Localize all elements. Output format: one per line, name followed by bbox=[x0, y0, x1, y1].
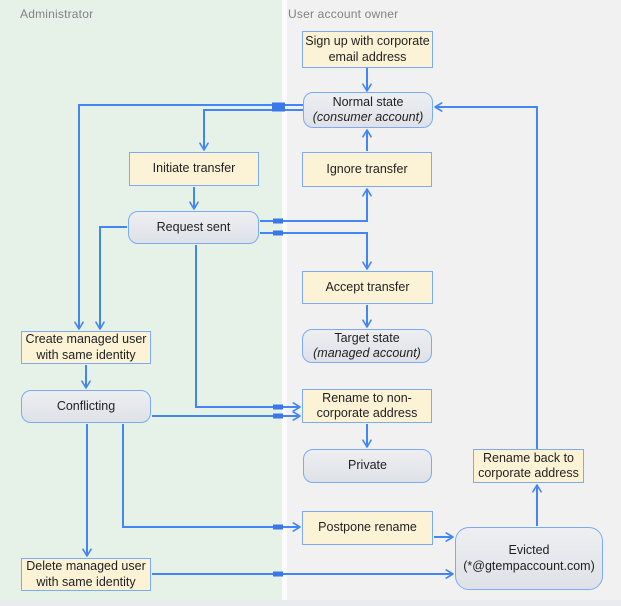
node-label: corporate address bbox=[478, 466, 579, 480]
node-label: Rename back to bbox=[482, 450, 575, 465]
node-label: Request sent bbox=[156, 219, 231, 234]
node-label: Conflicting bbox=[56, 398, 116, 413]
edge-request-to-create bbox=[95, 226, 127, 330]
edge-request-to-rename-non bbox=[195, 245, 301, 412]
lane-administrator bbox=[0, 0, 282, 600]
edge-jump-marker bbox=[273, 413, 283, 419]
node-label: with same identity bbox=[36, 574, 136, 589]
node-label: Accept transfer bbox=[325, 279, 410, 294]
edge-jump-marker bbox=[272, 102, 285, 112]
edge-jump-marker bbox=[273, 230, 283, 236]
node-label: (managed account) bbox=[313, 346, 421, 360]
node-label: Target state bbox=[334, 330, 400, 345]
node-label: Delete managed user bbox=[26, 559, 146, 573]
node-label: Create managed user bbox=[25, 332, 147, 346]
edge-normal-to-create bbox=[74, 104, 303, 330]
node-label: Private bbox=[348, 458, 387, 473]
lane-header-administrator: Administrator bbox=[20, 7, 94, 21]
node-label: (*@gtempaccount.com) bbox=[463, 558, 595, 573]
edge-jump-marker bbox=[273, 404, 283, 410]
edge-conflicting-to-postpone bbox=[122, 424, 301, 532]
node-label: Rename to non- bbox=[322, 390, 412, 405]
edge-jump-marker bbox=[273, 524, 283, 530]
node-request-sent: Request sent bbox=[128, 211, 259, 244]
node-accept-transfer: Accept transfer bbox=[302, 271, 433, 304]
edge-jump-marker bbox=[273, 571, 283, 577]
edge-renameback-to-normal bbox=[434, 102, 538, 449]
node-initiate-transfer: Initiate transfer bbox=[129, 152, 259, 186]
edge-request-to-accept bbox=[260, 232, 372, 270]
node-private: Private bbox=[303, 449, 432, 483]
node-conflicting: Conflicting bbox=[21, 390, 151, 423]
node-label: (consumer account) bbox=[312, 110, 424, 124]
node-ignore-transfer: Ignore transfer bbox=[302, 152, 432, 187]
edge-normal-to-initiate bbox=[199, 109, 303, 151]
node-rename-to-non-corporate: Rename to non-corporate address bbox=[302, 389, 432, 423]
canvas-bottom-edge bbox=[0, 600, 621, 606]
node-target-state: Target state(managed account) bbox=[302, 329, 432, 363]
node-label: Normal state bbox=[332, 94, 404, 109]
edge-jump-marker bbox=[273, 218, 283, 224]
node-label: Ignore transfer bbox=[326, 161, 408, 176]
node-label: with same identity bbox=[36, 347, 136, 362]
node-label: Evicted bbox=[508, 543, 550, 557]
edge-request-to-ignore bbox=[260, 188, 372, 222]
node-normal-state: Normal state(consumer account) bbox=[303, 92, 433, 128]
node-evicted: Evicted(*@gtempaccount.com) bbox=[455, 527, 603, 590]
node-label: Sign up with corporate bbox=[305, 34, 430, 48]
lane-header-user-account-owner: User account owner bbox=[288, 7, 399, 21]
node-label: corporate address bbox=[316, 406, 418, 420]
node-label: Postpone rename bbox=[318, 520, 417, 535]
node-label: email address bbox=[328, 49, 407, 64]
node-postpone-rename: Postpone rename bbox=[302, 511, 433, 545]
node-label: Initiate transfer bbox=[152, 161, 236, 176]
